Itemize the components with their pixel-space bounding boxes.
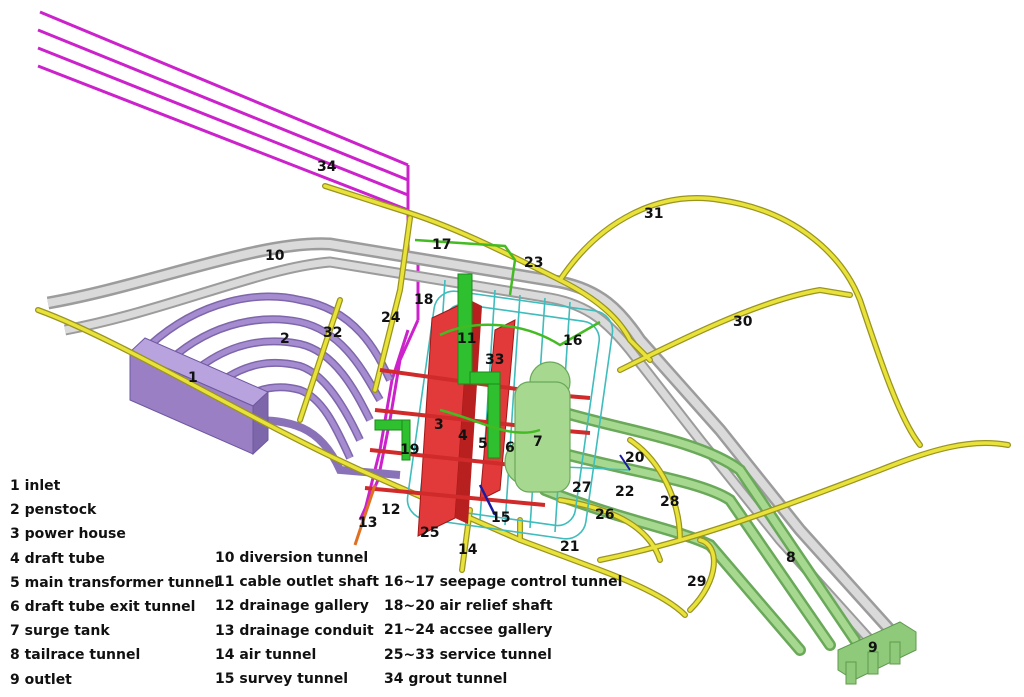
label-24: 24: [381, 310, 401, 326]
label-31: 31: [644, 206, 663, 222]
label-29: 29: [687, 574, 706, 590]
label-21: 21: [560, 539, 579, 555]
seepage-control-tunnel: [414, 238, 601, 434]
legend-item: 12 drainage gallery: [215, 598, 369, 615]
legend-column-1: 1 inlet 2 penstock 3 power house 4 draft…: [10, 474, 219, 692]
label-13: 13: [358, 515, 377, 531]
label-1: 1: [188, 370, 198, 386]
label-2: 2: [280, 331, 290, 347]
legend-item: 3 power house: [10, 526, 126, 543]
legend-item: 9 outlet: [10, 671, 72, 688]
label-20: 20: [625, 450, 645, 466]
label-3: 3: [434, 417, 444, 433]
legend-item: 11 cable outlet shaft: [215, 574, 379, 591]
legend-item: 25~33 service tunnel: [384, 646, 552, 663]
access-galleries-fill: [36, 184, 1010, 617]
legend-item: 1 inlet: [10, 478, 61, 494]
legend-item: 18~20 air relief shaft: [384, 598, 553, 615]
legend-item: 2 penstock: [10, 502, 97, 519]
label-33: 33: [485, 352, 504, 368]
inlet-structure: [129, 337, 269, 456]
label-30: 30: [733, 314, 753, 330]
legend-item: 16~17 seepage control tunnel: [384, 574, 623, 590]
diversion-tunnel: [46, 237, 895, 644]
drainage-conduit: [353, 484, 377, 546]
legend-item: 4 draft tube: [10, 550, 105, 567]
label-34: 34: [317, 159, 337, 175]
label-14: 14: [458, 542, 478, 558]
label-18: 18: [414, 292, 433, 308]
label-16: 16: [563, 333, 582, 349]
outlet: [837, 621, 917, 685]
legend-column-3: 16~17 seepage control tunnel 18~20 air r…: [384, 570, 622, 691]
legend-item: 5 main transformer tunnel: [10, 574, 219, 591]
number-labels: 1 2 3 4 5 6 7 8 9 10 11 12 13 14 15 16 1…: [188, 159, 878, 656]
cable-outlet-shaft: [374, 273, 501, 461]
label-26: 26: [595, 507, 614, 523]
label-28: 28: [660, 494, 679, 510]
label-19: 19: [400, 442, 419, 458]
label-17: 17: [432, 237, 451, 253]
label-6: 6: [505, 440, 515, 456]
legend-item: 10 diversion tunnel: [215, 550, 369, 566]
label-10: 10: [265, 248, 285, 264]
label-7: 7: [533, 434, 543, 450]
legend-item: 15 survey tunnel: [215, 670, 349, 687]
label-25: 25: [420, 525, 439, 541]
legend-item: 34 grout tunnel: [384, 670, 508, 687]
label-22: 22: [615, 484, 634, 500]
legend-item: 7 surge tank: [10, 623, 110, 640]
label-11: 11: [457, 331, 476, 347]
legend-item: 14 air tunnel: [215, 646, 317, 663]
label-15: 15: [491, 510, 510, 526]
legend-column-2: 10 diversion tunnel 11 cable outlet shaf…: [215, 546, 379, 691]
legend-item: 6 draft tube exit tunnel: [10, 598, 196, 615]
legend-item: 8 tailrace tunnel: [10, 647, 141, 664]
label-12: 12: [381, 502, 400, 518]
legend-item: 13 drainage conduit: [215, 622, 374, 639]
survey-tunnel: [478, 454, 631, 516]
label-8: 8: [786, 550, 796, 566]
label-32: 32: [323, 325, 342, 341]
label-27: 27: [572, 480, 591, 496]
label-4: 4: [458, 428, 468, 444]
penstock: [147, 292, 401, 479]
legend-item: 21~24 accsee gallery: [384, 622, 553, 639]
label-23: 23: [524, 255, 543, 271]
label-5: 5: [478, 436, 488, 452]
surge-tank: [504, 361, 571, 493]
label-9: 9: [868, 640, 878, 656]
